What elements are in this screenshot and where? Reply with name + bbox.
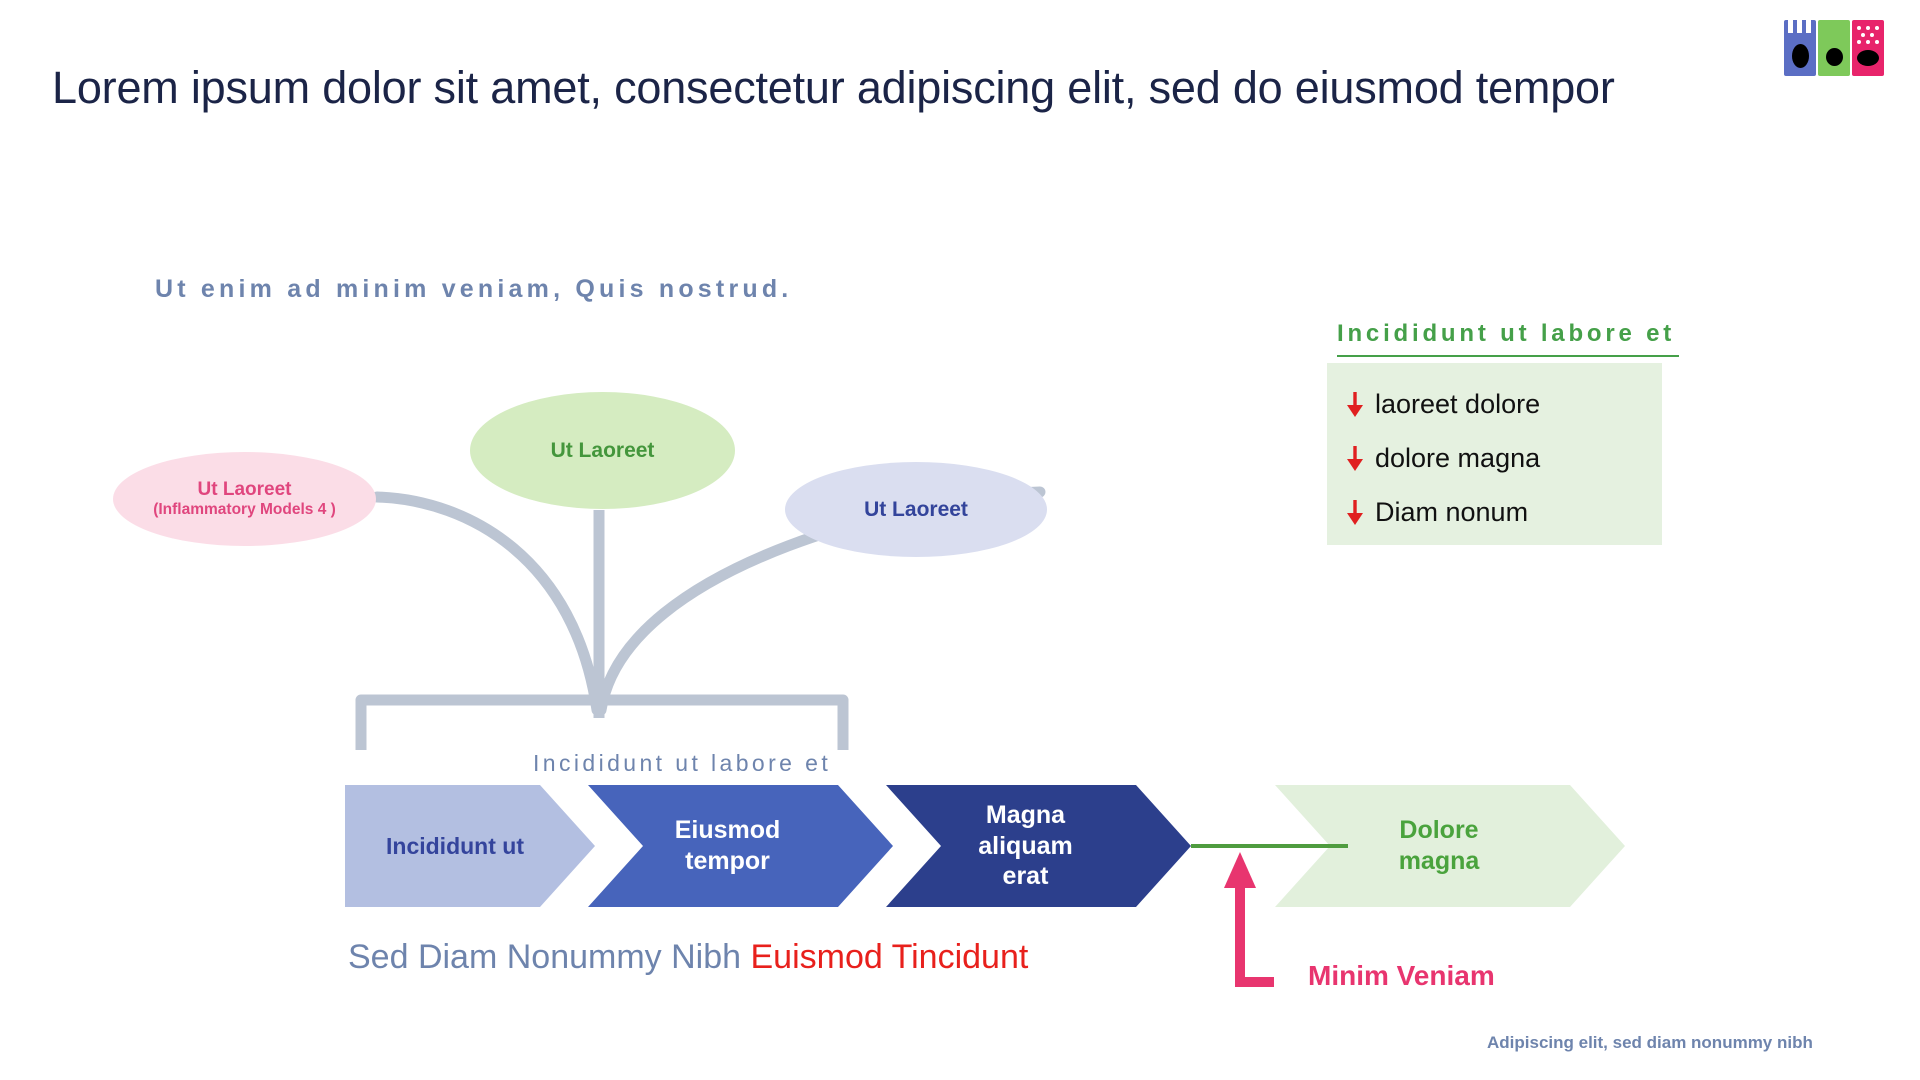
process-step-3[interactable]: Magna aliquam erat bbox=[886, 785, 1191, 907]
callout-label: Minim Veniam bbox=[1308, 960, 1495, 991]
info-panel-heading: Incididunt ut labore et bbox=[1337, 320, 1680, 357]
mindmap-node-lavender[interactable]: Ut Laoreet bbox=[785, 462, 1047, 557]
bracket-label: Incididunt ut labore et bbox=[533, 750, 832, 776]
process-step-label: Dolore magna bbox=[1398, 816, 1480, 875]
logo-panel-blue bbox=[1784, 20, 1816, 76]
logo-panel-pink bbox=[1852, 20, 1884, 76]
slide-footer: Adipiscing elit, sed diam nonummy nibh bbox=[1487, 1033, 1813, 1052]
info-list-item[interactable]: dolore magna bbox=[1345, 431, 1662, 485]
mindmap-node-green[interactable]: Ut Laoreet bbox=[470, 392, 735, 509]
info-list-item[interactable]: Diam nonum bbox=[1345, 485, 1662, 539]
logo-panel-green bbox=[1818, 20, 1850, 76]
info-item-label: Diam nonum bbox=[1375, 496, 1529, 527]
node-title: Ut Laoreet bbox=[550, 438, 655, 462]
process-step-1[interactable]: Incididunt ut bbox=[345, 785, 595, 907]
info-item-label: laoreet dolore bbox=[1375, 388, 1541, 419]
process-chevron-bar: Incididunt ut Eiusmod tempor Magna aliqu… bbox=[345, 785, 1625, 907]
process-step-2[interactable]: Eiusmod tempor bbox=[588, 785, 893, 907]
node-title: Ut Laoreet bbox=[864, 497, 968, 521]
down-arrow-icon bbox=[1347, 391, 1363, 417]
info-panel-box: laoreet dolore dolore magna Diam nonum bbox=[1327, 363, 1662, 545]
bottom-caption: Sed Diam Nonummy Nibh Euismod Tincidunt bbox=[348, 938, 1028, 977]
info-list-item[interactable]: laoreet dolore bbox=[1345, 377, 1662, 431]
process-step-4[interactable]: Dolore magna bbox=[1275, 785, 1625, 907]
caption-red-text: Euismod Tincidunt bbox=[750, 938, 1029, 976]
process-step-label: Eiusmod tempor bbox=[674, 816, 781, 875]
down-arrow-icon bbox=[1347, 499, 1363, 525]
process-step-label: Incididunt ut bbox=[386, 832, 524, 859]
process-step-label: Magna aliquam erat bbox=[978, 800, 1073, 891]
node-title: Ut Laoreet bbox=[197, 478, 292, 500]
info-item-label: dolore magna bbox=[1375, 442, 1541, 473]
slide-title: Lorem ipsum dolor sit amet, consectetur … bbox=[52, 62, 1615, 113]
section-subtitle: Ut enim ad minim veniam, Quis nostrud. bbox=[155, 275, 793, 303]
brand-logo bbox=[1784, 20, 1884, 76]
mindmap-node-pink[interactable]: Ut Laoreet (Inflammatory Models 4 ) bbox=[113, 452, 376, 546]
down-arrow-icon bbox=[1347, 445, 1363, 471]
node-subtitle: (Inflammatory Models 4 ) bbox=[153, 501, 336, 519]
caption-gray-text: Sed Diam Nonummy Nibh bbox=[348, 938, 751, 976]
